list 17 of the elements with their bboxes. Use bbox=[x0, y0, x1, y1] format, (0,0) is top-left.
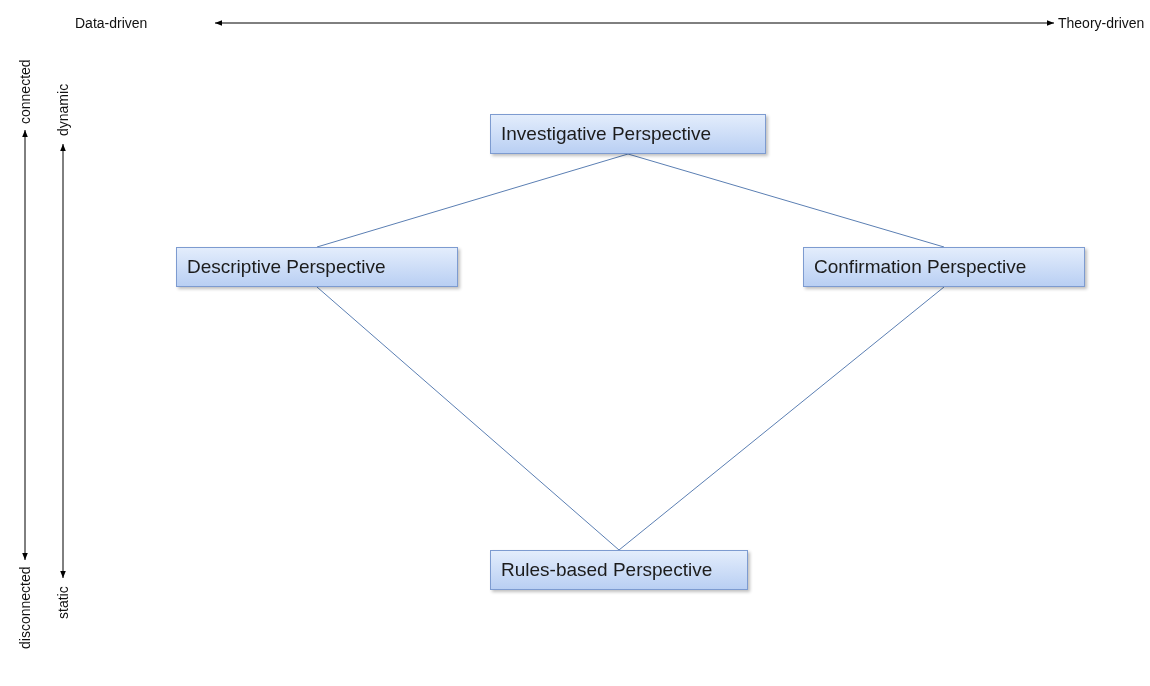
axis-label: disconnected bbox=[14, 564, 36, 652]
perspective-box: Investigative Perspective bbox=[490, 114, 766, 154]
axis-label: dynamic bbox=[52, 80, 74, 140]
axis-label: connected bbox=[14, 58, 36, 126]
double-arrow bbox=[60, 143, 66, 579]
axis-label: Data-driven bbox=[75, 12, 175, 34]
double-arrow bbox=[214, 20, 1055, 26]
connector-line bbox=[316, 286, 620, 551]
perspective-box: Descriptive Perspective bbox=[176, 247, 458, 287]
axis-label: static bbox=[52, 582, 74, 624]
perspective-box: Confirmation Perspective bbox=[803, 247, 1085, 287]
perspective-box: Rules-based Perspective bbox=[490, 550, 748, 590]
connector-line bbox=[316, 153, 629, 248]
double-arrow bbox=[22, 129, 28, 561]
connector-line bbox=[618, 286, 945, 551]
connector-line bbox=[627, 153, 945, 248]
axis-label: Theory-driven bbox=[1058, 12, 1148, 34]
